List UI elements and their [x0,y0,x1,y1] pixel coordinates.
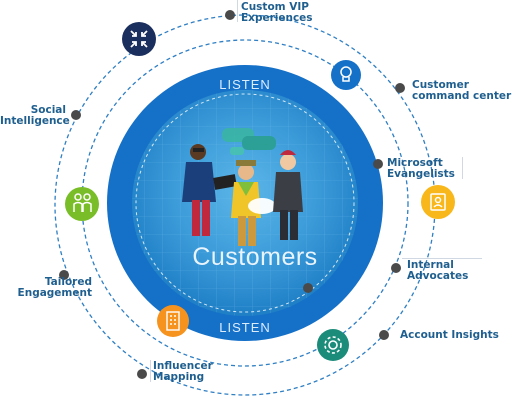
building-icon [166,311,180,331]
gear-icon [324,336,342,354]
customers-title: Customers [192,243,318,271]
influencer-node[interactable] [157,305,189,337]
label-customer-command-line2: command center [412,90,512,102]
influencer-divider [150,360,151,382]
label-internal-advocates: Internal Advocates [407,260,468,282]
label-customer-command: Customer command center [412,80,511,102]
label-microsoft-evangelists: Microsoft Evangelists [387,158,455,180]
listen-top-label: LISTEN [219,77,271,92]
advocates-divider [402,258,482,259]
label-influencer-line1: Influencer [153,360,213,372]
vip-node[interactable] [122,22,156,56]
label-influencer-mapping: Influencer Mapping [153,361,213,383]
label-advocates-line2: Advocates [407,270,469,282]
evangelists-divider [462,157,463,179]
orbit-dots [59,10,405,379]
people-illustration [182,144,303,246]
command-center-node[interactable] [331,60,361,90]
lightbulb-icon [340,66,352,82]
label-custom-vip-line1: Custom VIP [241,1,309,13]
label-custom-vip: Custom VIP Experiences [241,2,313,24]
arrows-inward-icon [130,30,148,48]
badge-person-icon [430,193,446,211]
label-account-insights: Account Insights [400,330,499,341]
label-social-intelligence: Social Intelligence [0,104,70,127]
label-evangelists-line2: Evangelists [387,168,455,180]
inner-dashed-circle [135,93,355,313]
vip-divider [237,0,238,22]
label-account-insights-line1: Account Insights [400,329,499,341]
label-social-line1: Social [30,104,66,116]
label-customer-command-line1: Customer [412,79,469,91]
label-custom-vip-line2: Experiences [241,12,313,24]
label-social-line2: Intelligence [0,115,70,127]
evangelists-node[interactable] [421,185,455,219]
people-icon [73,193,92,212]
account-insights-node[interactable] [317,329,349,361]
chat-bubbles [222,128,276,155]
label-evangelists-line1: Microsoft [387,157,443,169]
label-tailored-line1: Tailored [44,276,92,288]
label-advocates-line1: Internal [407,259,454,271]
label-tailored-line2: Engagement [17,287,92,299]
label-tailored-engagement: Tailored Engagement [0,277,92,299]
label-influencer-line2: Mapping [153,371,205,383]
listen-bottom-label: LISTEN [219,320,271,335]
engagement-node[interactable] [65,187,99,221]
